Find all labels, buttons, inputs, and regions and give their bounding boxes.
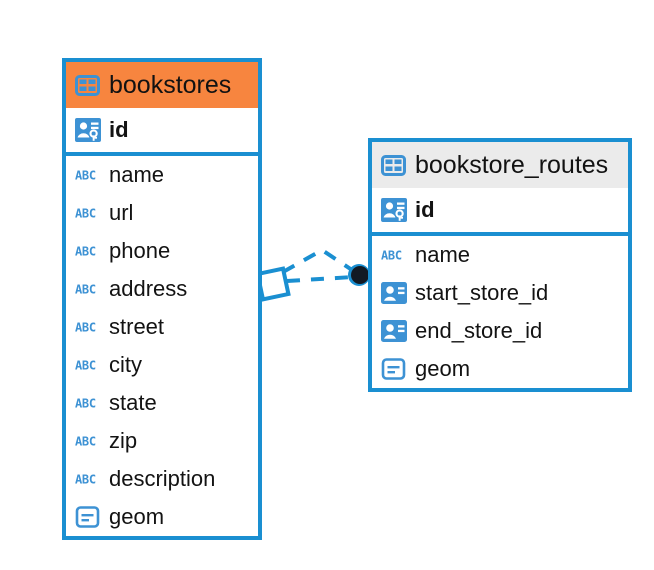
field-label: zip [109,428,138,453]
field-label: name [109,162,165,187]
text-abc-icon: ABC [75,283,96,297]
field-row-city[interactable]: ABC city [66,346,258,384]
field-label: state [109,390,157,415]
svg-text:ABC: ABC [75,207,96,221]
table-icon [75,74,100,96]
field-label: id [109,117,129,142]
field-row-start-store-id[interactable]: start_store_id [372,274,628,312]
relationship-endpoint-dot [348,264,370,286]
field-row-description[interactable]: ABC description [66,460,258,498]
text-abc-icon: ABC [75,435,96,449]
primary-key-icon [75,118,101,142]
text-abc-icon: ABC [75,245,96,259]
svg-text:ABC: ABC [75,359,96,373]
field-label: start_store_id [415,280,549,305]
entity-title: bookstores [109,70,232,99]
svg-text:ABC: ABC [75,169,96,183]
field-list: ABC name ABC url ABC phone ABC [66,156,258,536]
field-row-name[interactable]: ABC name [372,236,628,274]
text-abc-icon: ABC [75,397,96,411]
primary-key-separator [372,232,628,236]
table-icon [381,154,406,176]
svg-text:ABC: ABC [75,397,96,411]
svg-text:ABC: ABC [75,473,96,487]
field-row-geom[interactable]: geom [66,498,258,536]
relationship-line-fan [282,247,357,274]
geometry-icon [381,358,406,380]
text-abc-icon: ABC [75,169,96,183]
text-abc-icon: ABC [75,473,96,487]
relationship-endpoint-diamond [255,266,291,302]
field-row-primary-key[interactable]: id [372,188,628,232]
field-row-end-store-id[interactable]: end_store_id [372,312,628,350]
field-row-street[interactable]: ABC street [66,308,258,346]
entity-bookstores[interactable]: bookstores id ABC name [62,58,262,540]
text-abc-icon: ABC [381,249,402,263]
field-row-url[interactable]: ABC url [66,194,258,232]
geometry-icon [75,506,100,528]
field-label: end_store_id [415,318,543,343]
entity-header: bookstore_routes [372,142,628,188]
field-row-geom[interactable]: geom [372,350,628,388]
svg-text:ABC: ABC [75,283,96,297]
field-label: url [109,200,134,225]
entity-header: bookstores [66,62,258,108]
field-label: street [109,314,165,339]
text-abc-icon: ABC [75,321,96,335]
field-list: ABC name start_store_id [372,236,628,388]
svg-text:ABC: ABC [75,321,96,335]
primary-key-icon [381,198,407,222]
field-label: description [109,466,216,491]
primary-key-separator [66,152,258,156]
foreign-key-icon [381,320,407,342]
field-label: name [415,242,471,267]
field-label: id [415,197,435,222]
svg-text:ABC: ABC [381,249,402,263]
field-row-state[interactable]: ABC state [66,384,258,422]
entity-title: bookstore_routes [415,150,609,179]
field-row-name[interactable]: ABC name [66,156,258,194]
field-label: geom [415,356,471,381]
text-abc-icon: ABC [75,207,96,221]
field-label: phone [109,238,171,263]
relationship-line-middle [286,275,354,283]
field-label: geom [109,504,165,529]
field-row-phone[interactable]: ABC phone [66,232,258,270]
foreign-key-icon [381,282,407,304]
field-row-primary-key[interactable]: id [66,108,258,152]
text-abc-icon: ABC [75,359,96,373]
field-row-address[interactable]: ABC address [66,270,258,308]
svg-text:ABC: ABC [75,245,96,259]
svg-text:ABC: ABC [75,435,96,449]
field-row-zip[interactable]: ABC zip [66,422,258,460]
field-label: city [109,352,142,377]
field-label: address [109,276,188,301]
entity-bookstore-routes[interactable]: bookstore_routes id ABC name [368,138,632,392]
